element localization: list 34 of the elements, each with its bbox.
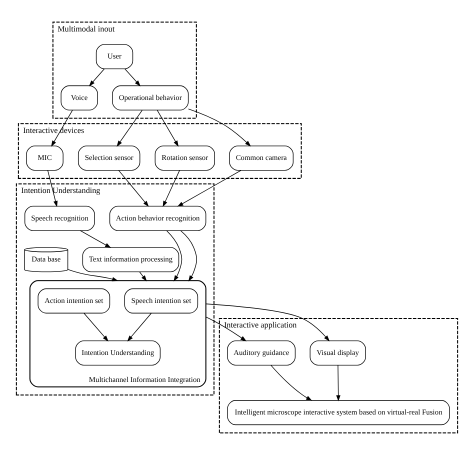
arrow	[270, 364, 312, 400]
arrow	[116, 109, 143, 146]
arrow	[162, 170, 180, 206]
arrow	[88, 68, 105, 86]
node-box: Action intention set	[38, 288, 110, 313]
arrow	[336, 364, 340, 401]
arrow	[166, 230, 182, 281]
arrow	[139, 271, 147, 281]
node-box: Rotation sensor	[154, 145, 215, 170]
arrow	[180, 230, 198, 281]
arrow	[68, 268, 118, 281]
arrow	[127, 312, 152, 341]
arrow	[124, 68, 141, 86]
node-box: Action behavior recognition	[109, 205, 206, 230]
node-box: Operational behavior	[112, 84, 189, 110]
arrow	[47, 170, 58, 207]
arrow	[84, 312, 108, 341]
node-box: User	[96, 44, 134, 69]
node-box: Selection sensor	[78, 145, 140, 170]
node-box: Intelligent microscope interactive system based on virtual-real Fusion	[227, 400, 450, 425]
arrow	[206, 316, 247, 341]
node-box: Text information processing	[82, 246, 180, 272]
arrow	[156, 109, 179, 146]
node-box: Speech recognition	[24, 205, 95, 230]
node-box: Visual display	[310, 340, 366, 366]
node-box: MIC	[26, 145, 64, 170]
arrow	[188, 108, 251, 146]
node-box: Common camera	[229, 145, 294, 170]
arrow	[206, 303, 330, 341]
node-box: Speech intention set	[124, 288, 198, 313]
node-box: Voice	[60, 84, 98, 110]
arrow	[80, 230, 112, 248]
node-box: Intention Understanding	[75, 340, 161, 366]
node-box: Auditory guidance	[227, 340, 296, 366]
